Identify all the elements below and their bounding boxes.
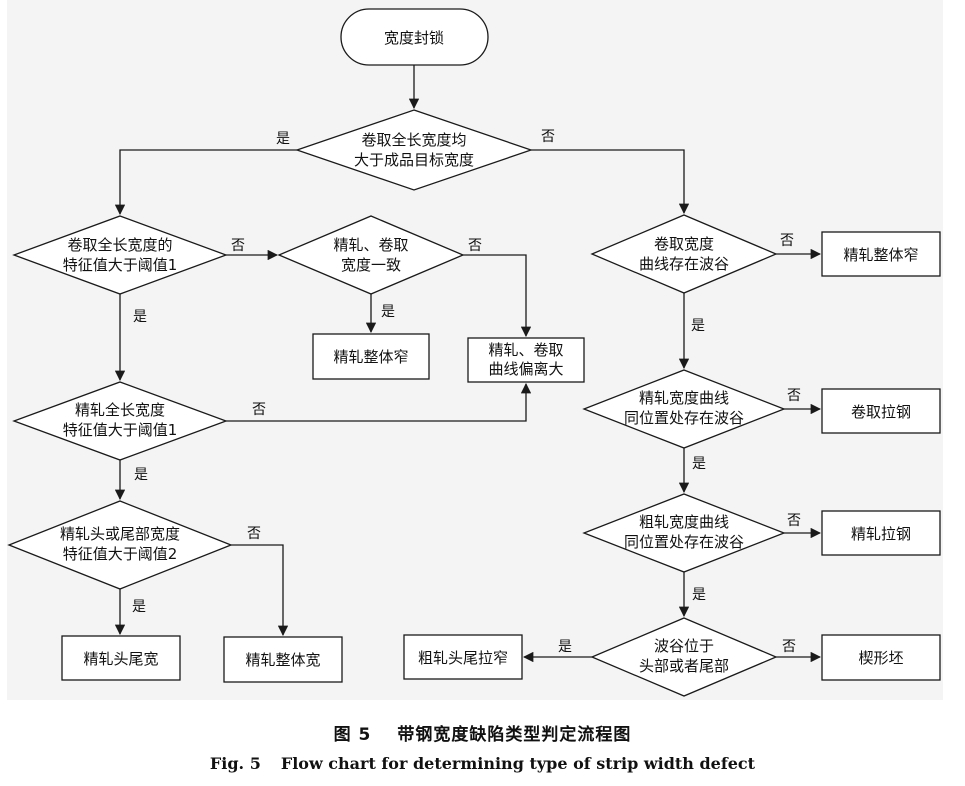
- coil-feature-label-1: 卷取全长宽度的: [67, 236, 172, 254]
- edge-label-coilfeat-no: 否: [231, 238, 245, 254]
- flowchart: 宽度封锁 卷取全长宽度均 大于成品目标宽度 卷取全长宽度的 特征值大于阈值1 精…: [7, 8, 941, 697]
- edge-label-headtail-no: 否: [247, 526, 261, 542]
- figure-caption-chinese: 图 5 带钢宽度缺陷类型判定流程图: [0, 720, 965, 745]
- figure-number-chinese: 图 5: [333, 725, 372, 745]
- finish-feature-label-1: 精轧全长宽度: [75, 401, 165, 419]
- consistent-label-1: 精轧、卷取: [333, 236, 408, 254]
- edge-label-overall-yes: 是: [276, 131, 290, 147]
- result-rough-headtail: [403, 634, 523, 680]
- decision-width-consistent: [277, 215, 465, 295]
- edge-label-roughvalley-yes: 是: [692, 587, 706, 603]
- figure-caption-english: Fig. 5 Flow chart for determining type of…: [0, 754, 965, 773]
- edge-finishfeat-no: [226, 382, 532, 422]
- result-curve-deviation: [467, 337, 585, 383]
- result-finish-pull: [821, 510, 941, 556]
- edge-label-valleypos-no: 否: [782, 639, 796, 655]
- valley-position-label-2: 头部或者尾部: [639, 657, 729, 675]
- coil-valley-label-2: 曲线存在波谷: [639, 255, 729, 273]
- wedge-label: 楔形坯: [858, 649, 903, 667]
- start-label: 宽度封锁: [384, 29, 444, 47]
- edge-label-valleypos-yes: 是: [558, 639, 572, 655]
- result-wedge: [821, 634, 941, 681]
- decision-coil-feature: [12, 215, 228, 295]
- edge-label-coilvalley-yes: 是: [691, 318, 705, 334]
- figure-title-chinese: 带钢宽度缺陷类型判定流程图: [397, 725, 632, 745]
- result-overall-wide: [223, 636, 343, 683]
- finish-valley-label-2: 同位置处存在波谷: [624, 409, 744, 427]
- coil-pull-label: 卷取拉钢: [851, 403, 911, 421]
- coil-valley-label-1: 卷取宽度: [654, 235, 714, 253]
- rough-valley-label-1: 粗轧宽度曲线: [639, 513, 729, 531]
- overall-width-label-1: 卷取全长宽度均: [361, 131, 466, 149]
- edge-label-finishfeat-yes: 是: [134, 467, 148, 483]
- result-headtail-wide: [61, 635, 181, 681]
- edge-label-overall-no: 否: [541, 129, 555, 145]
- edge-label-headtail-yes: 是: [132, 599, 146, 615]
- decision-valley-position: [590, 617, 778, 697]
- headtail-wide-label: 精轧头尾宽: [83, 650, 158, 668]
- result-finish-narrow-right: [821, 231, 941, 277]
- rough-valley-label-2: 同位置处存在波谷: [624, 533, 744, 551]
- deviation-label-2: 曲线偏离大: [488, 360, 563, 378]
- edge-label-finishvalley-no: 否: [787, 388, 801, 404]
- result-coil-pull: [821, 388, 941, 434]
- edge-label-consistent-yes: 是: [381, 304, 395, 320]
- valley-position-label-1: 波谷位于: [654, 637, 714, 655]
- figure-title-english: Flow chart for determining type of strip…: [280, 754, 756, 773]
- finish-feature-label-2: 特征值大于阈值1: [63, 421, 178, 439]
- edge-overall-yes: [114, 149, 297, 216]
- deviation-label-1: 精轧、卷取: [488, 341, 563, 359]
- figure-number-english: Fig. 5: [209, 754, 261, 773]
- finish-narrow-right-label: 精轧整体窄: [843, 246, 918, 264]
- consistent-label-2: 宽度一致: [341, 256, 401, 274]
- edge-label-consistent-no: 否: [468, 238, 482, 254]
- finish-valley-label-1: 精轧宽度曲线: [639, 389, 729, 407]
- edge-label-coilvalley-no: 否: [780, 233, 794, 249]
- headtail-feature-label-2: 特征值大于阈值2: [63, 545, 178, 563]
- edge-overall-no: [531, 149, 690, 215]
- result-finish-narrow-left: [312, 333, 430, 380]
- decision-overall-width: [294, 109, 534, 191]
- finish-pull-label: 精轧拉钢: [851, 525, 911, 543]
- edge-label-roughvalley-no: 否: [787, 513, 801, 529]
- decision-coil-valley: [590, 214, 778, 294]
- edge-label-coilfeat-yes: 是: [133, 309, 147, 325]
- edge-consistent-no: [463, 254, 532, 338]
- overall-width-label-2: 大于成品目标宽度: [354, 151, 474, 169]
- edge-label-finishfeat-no: 否: [252, 402, 266, 418]
- finish-narrow-left-label: 精轧整体窄: [333, 348, 408, 366]
- overall-wide-label: 精轧整体宽: [245, 651, 320, 669]
- edge-label-finishvalley-yes: 是: [692, 456, 706, 472]
- coil-feature-label-2: 特征值大于阈值1: [63, 256, 178, 274]
- edge-headtail-no: [231, 544, 289, 637]
- rough-headtail-label: 粗轧头尾拉窄: [418, 649, 508, 667]
- headtail-feature-label-1: 精轧头或尾部宽度: [60, 525, 180, 543]
